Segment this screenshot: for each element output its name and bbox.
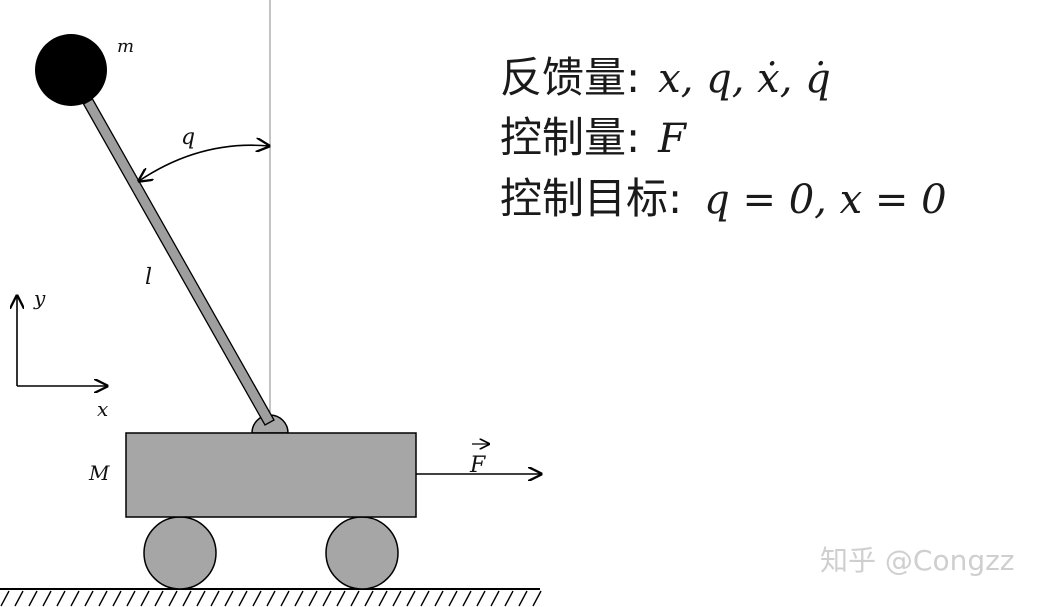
pendulum-rod	[82, 98, 275, 426]
ground-hatch-mark	[280, 590, 290, 607]
ground-hatch-mark	[168, 590, 178, 607]
ground-hatch-mark	[56, 590, 66, 607]
pendulum-bob	[35, 34, 107, 106]
ground-hatch-mark	[224, 590, 234, 607]
ground-hatch-mark	[42, 590, 52, 607]
control-prefix: 控制量:	[500, 113, 640, 162]
cart-body	[125, 432, 417, 518]
length-label: l	[145, 265, 152, 290]
ground-hatch-mark	[504, 590, 514, 607]
control-line: 控制量: F	[500, 113, 687, 162]
ground-hatch-mark	[210, 590, 220, 607]
ground-hatch-mark	[378, 590, 388, 607]
right-wheel	[325, 516, 399, 590]
ground-hatch-mark	[126, 590, 136, 607]
ground-hatch-mark	[294, 590, 304, 607]
ground-hatch-mark	[238, 590, 248, 607]
feedback-prefix: 反馈量:	[500, 53, 640, 102]
ground	[0, 588, 542, 607]
ground-hatch-mark	[84, 590, 94, 607]
ground-hatch-mark	[154, 590, 164, 607]
ground-hatch-mark	[490, 590, 500, 607]
ground-hatch-mark	[434, 590, 444, 607]
ground-hatch-mark	[336, 590, 346, 607]
ground-hatch-mark	[322, 590, 332, 607]
ground-hatch-mark	[532, 590, 542, 607]
ground-hatch-mark	[98, 590, 108, 607]
ground-hatch-mark	[364, 590, 374, 607]
ground-hatch-mark	[0, 590, 10, 607]
ground-hatch-mark	[182, 590, 192, 607]
angle-label: q	[181, 125, 195, 150]
ground-hatch-mark	[14, 590, 24, 607]
ground-hatch-mark	[70, 590, 80, 607]
watermark-text: 知乎 @Congzz	[820, 544, 1015, 577]
left-wheel	[143, 516, 217, 590]
mass-label: m	[117, 36, 134, 57]
goal-line: 控制目标: q = 0, x = 0	[500, 174, 947, 223]
ground-hatch-mark	[196, 590, 206, 607]
ground-hatch-mark	[308, 590, 318, 607]
axis-y-label: y	[33, 286, 46, 310]
ground-hatch-mark	[140, 590, 150, 607]
ground-hatch-mark	[448, 590, 458, 607]
ground-hatch-mark	[392, 590, 402, 607]
ground-hatch-mark	[420, 590, 430, 607]
ground-hatch-mark	[518, 590, 528, 607]
angle-arc-arrow	[139, 145, 269, 181]
ground-hatch-mark	[112, 590, 122, 607]
ground-hatch-mark	[28, 590, 38, 607]
goal-expr: q = 0, x = 0	[704, 177, 946, 223]
cart-mass-label: M	[88, 461, 110, 485]
control-vars: F	[657, 116, 687, 162]
ground-hatch-mark	[252, 590, 262, 607]
ground-hatch-mark	[350, 590, 360, 607]
goal-prefix: 控制目标:	[500, 174, 682, 223]
ground-hatch-mark	[406, 590, 416, 607]
force-label: F	[469, 453, 486, 478]
ground-hatch-mark	[476, 590, 486, 607]
feedback-vars: x, q, ẋ, q̇	[658, 56, 831, 102]
axis-x-label: x	[97, 397, 108, 421]
ground-hatch-mark	[462, 590, 472, 607]
feedback-line: 反馈量: x, q, ẋ, q̇	[500, 53, 831, 102]
ground-hatch-mark	[266, 590, 276, 607]
